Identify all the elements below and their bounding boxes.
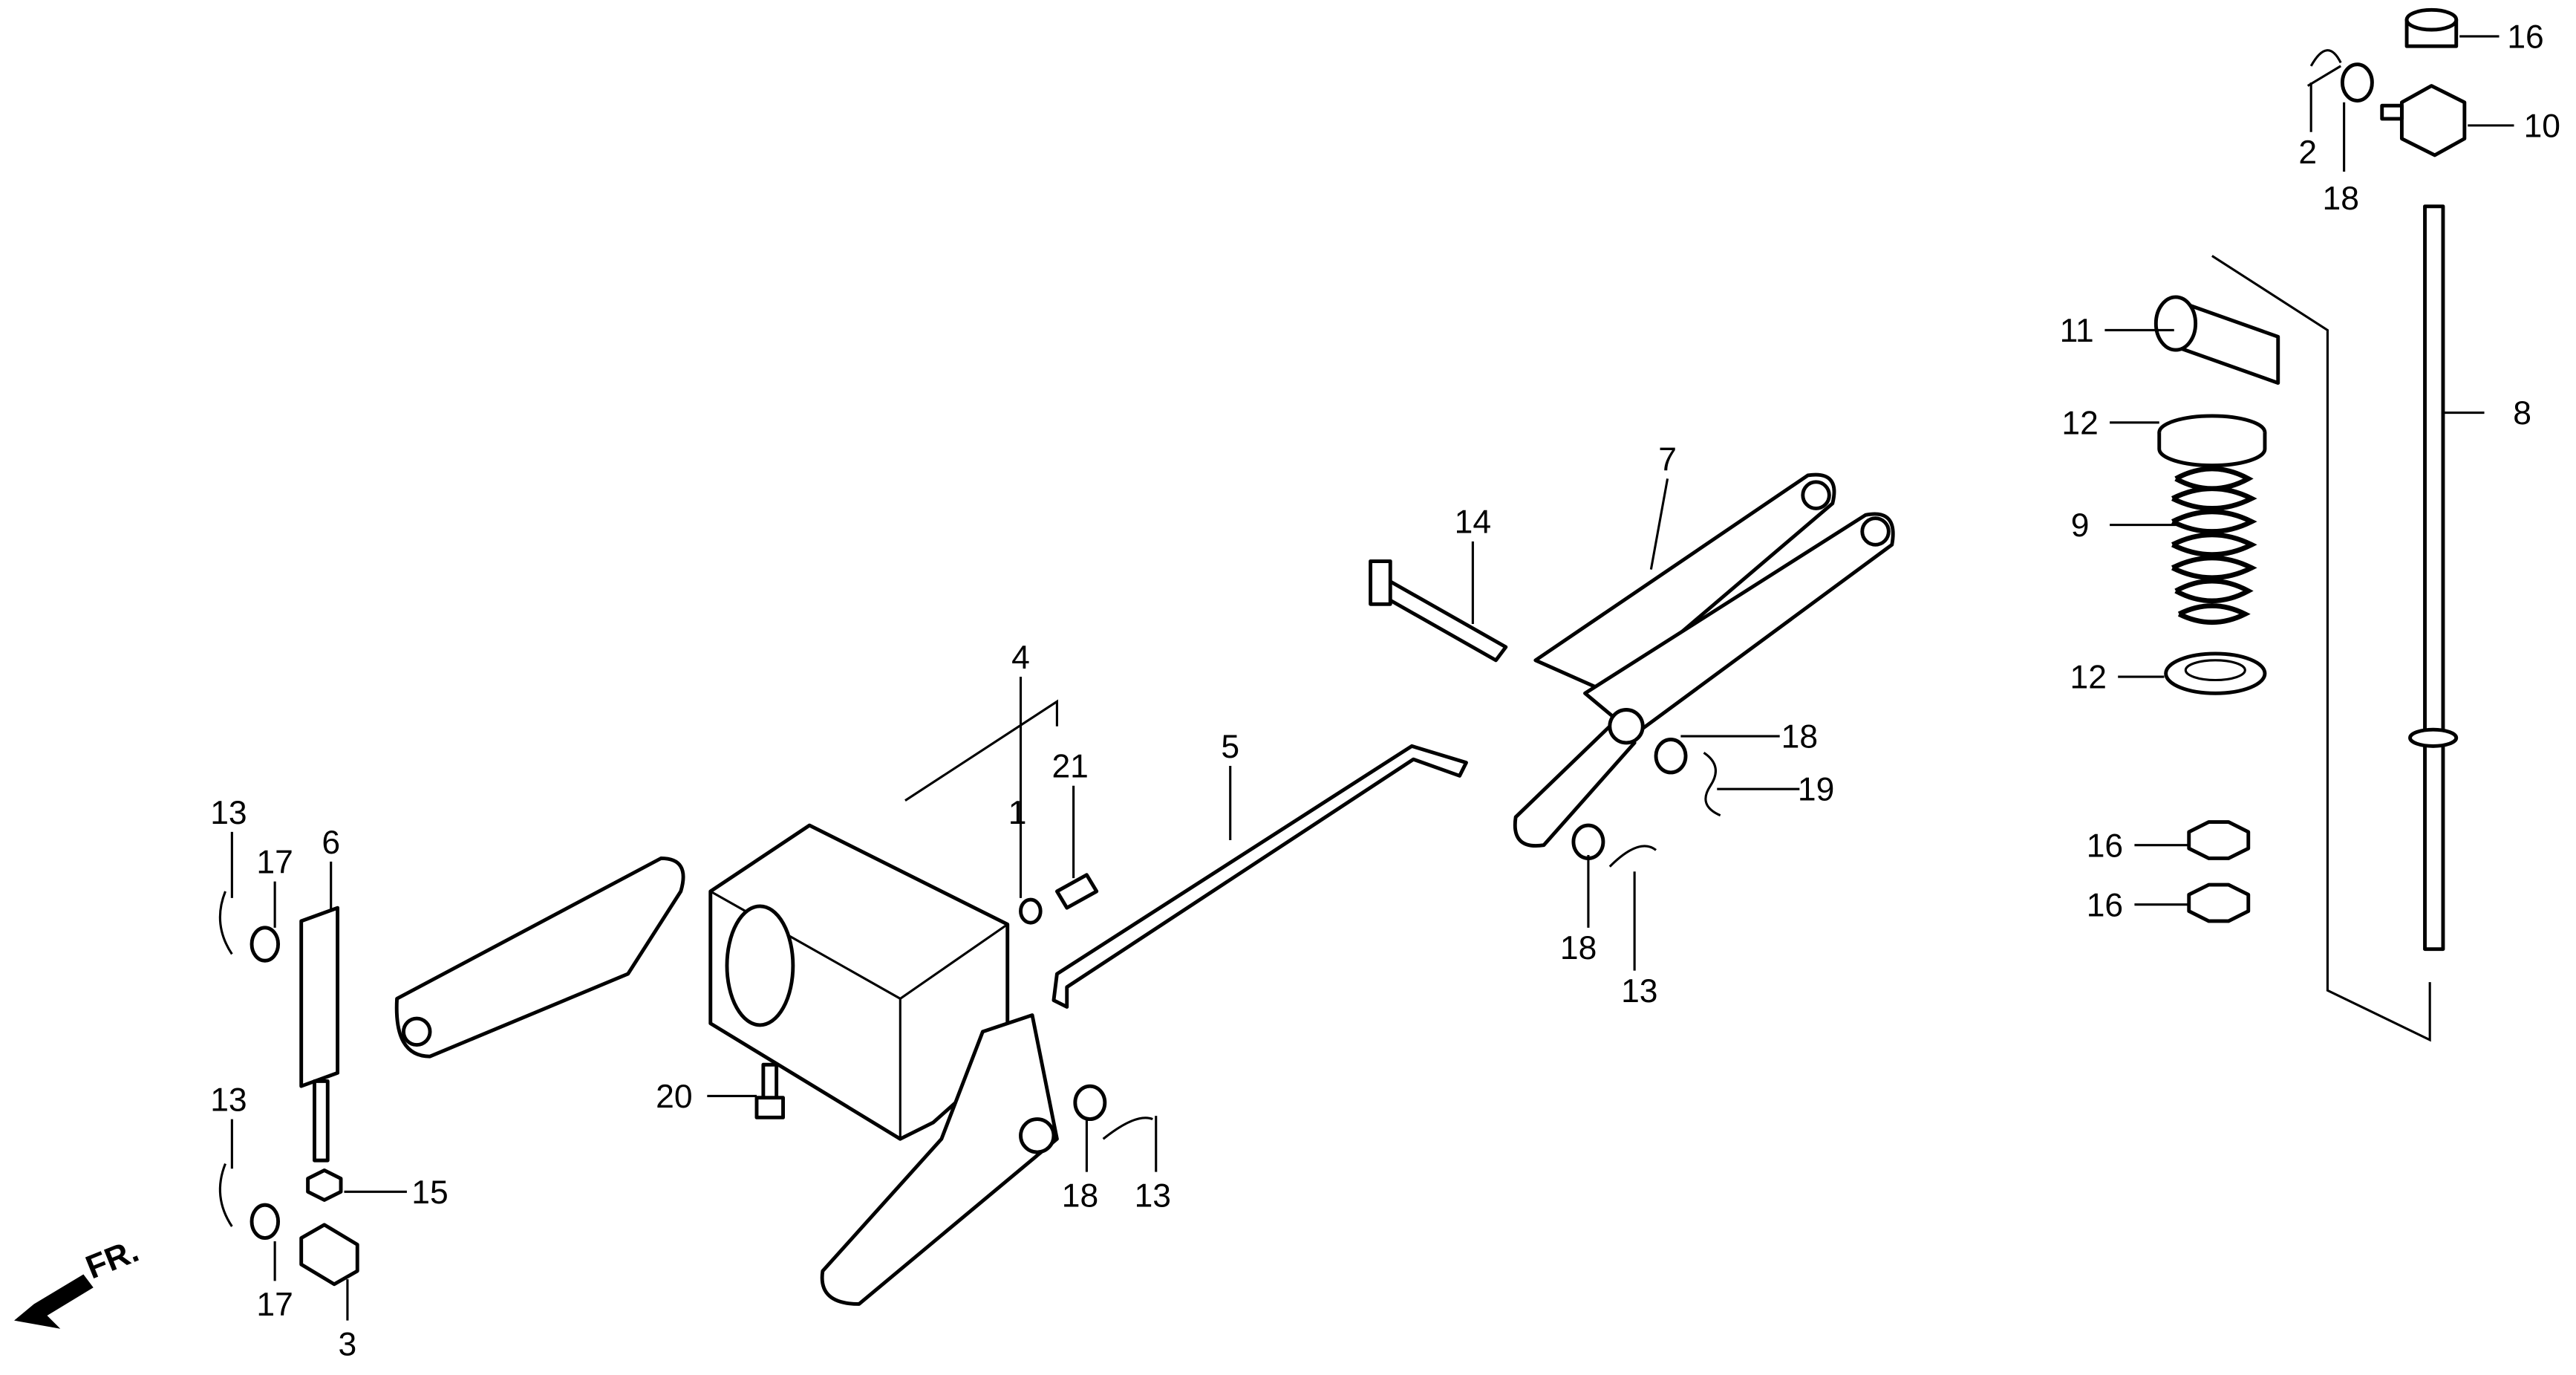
callout-15: 15 (411, 1174, 448, 1211)
callout-6: 6 (322, 825, 340, 861)
part-nut-16-b (2187, 882, 2251, 923)
part-rod-5 (1051, 744, 1468, 1009)
part-bolt-21 (1054, 873, 1099, 910)
part-washer-18-top (2340, 62, 2374, 103)
callout-12: 12 (2070, 660, 2106, 696)
part-nut-16-top (2404, 7, 2459, 48)
callout-1: 1 (1008, 795, 1027, 831)
part-clip-13-d (1102, 1116, 1153, 1140)
callout-9: 9 (2071, 507, 2090, 544)
callout-labels: 16 10 2 18 11 8 12 9 12 16 16 7 14 18 19… (210, 19, 2560, 1362)
part-clip-13-a (218, 891, 233, 955)
callout-16: 16 (2087, 828, 2123, 864)
callout-13: 13 (1135, 1177, 1171, 1214)
callout-18: 18 (1560, 930, 1597, 966)
part-washer-12-upper (2157, 414, 2267, 468)
part-clip-19 (1703, 751, 1721, 817)
part-block-3 (299, 1223, 359, 1287)
callout-3: 3 (339, 1326, 357, 1362)
callout-7: 7 (1658, 441, 1677, 478)
callout-13: 13 (210, 795, 247, 831)
callout-11: 11 (2060, 313, 2094, 349)
part-washer-12-lower (2164, 651, 2267, 695)
callout-16: 16 (2087, 887, 2123, 923)
part-clip-13-c (1608, 845, 1657, 868)
part-bracket-4 (708, 699, 1058, 1141)
callout-2: 2 (2298, 134, 2317, 171)
part-nut-16-a (2187, 820, 2251, 860)
callout-16: 16 (2507, 19, 2543, 55)
part-spring-9 (2171, 466, 2257, 625)
part-washer-1 (1019, 897, 1043, 925)
callout-4: 4 (1011, 640, 1030, 676)
callout-18: 18 (1062, 1177, 1098, 1214)
part-washer-17-b (250, 1203, 281, 1241)
part-pin-2 (2306, 49, 2342, 87)
callout-17: 17 (256, 1287, 293, 1323)
callout-5: 5 (1221, 729, 1239, 765)
front-arrow-icon (14, 1274, 94, 1329)
callout-13: 13 (1621, 973, 1657, 1010)
part-rod-8 (2211, 204, 2459, 1042)
part-washer-18-d (1073, 1084, 1107, 1122)
callout-14: 14 (1455, 504, 1491, 541)
part-arm-right (820, 1013, 1059, 1306)
part-bolt-20 (754, 1062, 785, 1119)
part-washer-18-b (1654, 738, 1688, 775)
part-lever-7 (1513, 472, 1895, 848)
callout-12: 12 (2061, 405, 2098, 441)
part-nut-15 (306, 1168, 343, 1202)
callout-8: 8 (2513, 395, 2531, 432)
front-indicator-label: FR. (81, 1232, 144, 1286)
part-washer-18-c (1571, 823, 1605, 860)
callout-10: 10 (2524, 108, 2560, 144)
callout-17: 17 (256, 844, 293, 880)
callout-18: 18 (1781, 719, 1818, 755)
part-arm-left (394, 856, 685, 1059)
callout-13: 13 (210, 1082, 247, 1118)
part-adjuster-6 (299, 906, 340, 1163)
callout-18: 18 (2322, 181, 2358, 217)
part-clip-13-b (218, 1163, 233, 1227)
callout-21: 21 (1051, 749, 1088, 785)
part-collar-11 (2153, 295, 2280, 385)
part-pin-14 (1369, 559, 1508, 663)
part-washer-17-a (250, 926, 281, 963)
callout-19: 19 (1798, 772, 1834, 808)
callout-20: 20 (656, 1079, 692, 1115)
part-block-10 (2380, 84, 2467, 157)
